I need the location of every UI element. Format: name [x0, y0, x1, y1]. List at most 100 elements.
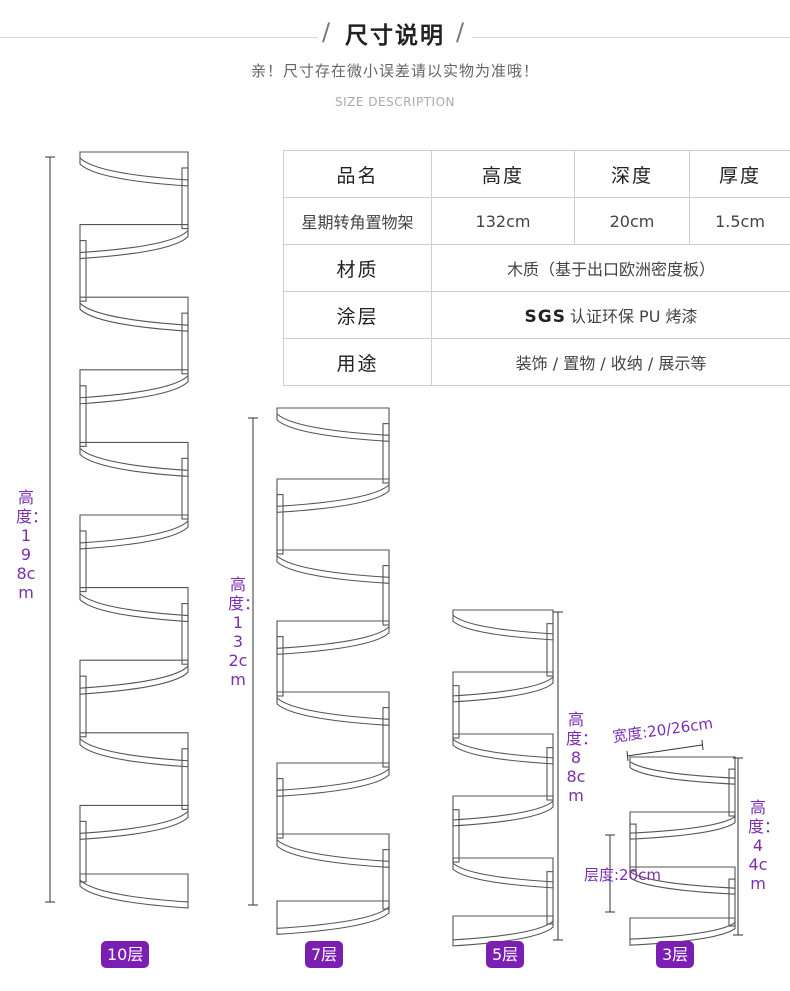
shelf7-board-4 [276, 620, 390, 649]
spec-header-height: 高度 [431, 150, 575, 198]
shelf10-board-10 [79, 804, 189, 834]
shelf7-panel-4 [276, 636, 284, 697]
shelf7-panel-1 [382, 423, 390, 484]
shelf5-panel-3 [546, 747, 554, 801]
height-label-3: 高度：44cm [748, 798, 781, 893]
shelf7-board-3 [276, 549, 390, 578]
shelf7-panel-7 [382, 849, 390, 910]
dim-width-3 [626, 744, 703, 757]
shelf5-board-2 [452, 671, 554, 697]
shelf10-board-6-edge [79, 520, 189, 550]
page-subtitle-en: SIZE DESCRIPTION [335, 95, 455, 109]
spec-usage-value: 装饰 / 置物 / 收纳 / 展示等 [431, 338, 790, 386]
spec-header-name: 品名 [283, 150, 432, 198]
shelf7-board-7 [276, 833, 390, 862]
dim-width-3-cap-right [701, 739, 704, 751]
shelf10-board-base [79, 873, 189, 903]
shelf7-board-6 [276, 762, 390, 791]
shelf7-panel-5 [382, 707, 390, 768]
shelf3-board-3-edge [629, 871, 736, 895]
shelf5-panel-2 [452, 685, 460, 739]
height-label-7: 高度：132cm [228, 575, 261, 689]
header-rule-right [472, 37, 790, 38]
shelf10-panel-3 [181, 312, 189, 375]
shelf7-board-5 [276, 691, 390, 720]
shelf10-panel-9 [181, 748, 189, 810]
shelf5-board-4-edge [452, 801, 554, 827]
spec-material-row: 材质 木质（基于出口欧洲密度板） [283, 244, 790, 292]
dim-width-3-cap-left [626, 750, 629, 762]
layer-label-3: 层度:20cm [584, 866, 661, 884]
shelf10-board-6 [79, 514, 189, 544]
shelf10-board-3 [79, 296, 189, 326]
shelf10-board-7-edge [79, 593, 189, 623]
shelf3-board-base-edge [629, 922, 736, 946]
sgs-logo: SGS [524, 307, 566, 327]
shelf7-board-1 [276, 407, 390, 436]
spec-product-name: 星期转角置物架 [283, 197, 432, 245]
spec-material-value: 木质（基于出口欧洲密度板） [431, 244, 790, 292]
shelf10-board-4 [79, 369, 189, 399]
shelf7-board-5-edge [276, 697, 390, 726]
shelf10-board-5 [79, 441, 189, 471]
shelf7-board-6-edge [276, 768, 390, 797]
header-slash-right: / [456, 18, 465, 46]
shelf10-board-1 [79, 151, 189, 181]
shelf10-board-2 [79, 224, 189, 254]
shelf10-board-1-edge [79, 157, 189, 187]
spec-usage-row: 用途 装饰 / 置物 / 收纳 / 展示等 [283, 338, 790, 386]
shelf10-panel-7 [181, 603, 189, 665]
shelf5-board-5-edge [452, 863, 554, 889]
shelf5-panel-4 [452, 809, 460, 863]
shelf7-panel-3 [382, 565, 390, 626]
shelf10-panel-6 [79, 530, 87, 593]
shelf5-board-4 [452, 795, 554, 821]
shelf3-board-1-edge [629, 761, 736, 785]
spec-usage-label: 用途 [283, 338, 432, 386]
tier-badge-3: 3层 [656, 941, 695, 968]
shelf10-board-7 [79, 587, 189, 617]
shelf10-board-3-edge [79, 303, 189, 332]
shelf10-board-8-edge [79, 666, 189, 695]
shelf10-board-2-edge [79, 230, 189, 260]
shelf10-panel-2 [79, 240, 87, 302]
shelf3-panel-2 [629, 823, 637, 872]
shelf5-panel-1 [546, 623, 554, 677]
shelf7-board-base-edge [276, 906, 390, 935]
header-slash-left: / [322, 18, 331, 46]
shelf5-panel-5 [546, 871, 554, 925]
shelf10-board-4-edge [79, 375, 189, 405]
shelf5-board-1-edge [452, 615, 554, 641]
tier-badge-10: 10层 [101, 941, 150, 968]
shelf5-board-3 [452, 733, 554, 759]
shelf10-panel-8 [79, 675, 87, 738]
shelf7-board-1-edge [276, 413, 390, 442]
shelf10-panel-1 [181, 167, 189, 230]
spec-header-thickness: 厚度 [689, 150, 790, 198]
tier-badge-5: 5层 [486, 941, 525, 968]
shelf3-panel-3 [728, 878, 736, 927]
spec-header-depth: 深度 [574, 150, 690, 198]
shelf3-board-2 [629, 811, 736, 834]
spec-material-label: 材质 [283, 244, 432, 292]
shelf7-panel-2 [276, 494, 284, 555]
shelf10-board-9 [79, 732, 189, 762]
page-subtitle: 亲！尺寸存在微小误差请以实物为准哦！ [250, 62, 539, 80]
tier-badge-7: 7层 [305, 941, 344, 968]
height-label-5: 高度：88cm [566, 710, 599, 805]
page-title: 尺寸说明 [345, 23, 445, 49]
spec-product-depth: 20cm [574, 197, 690, 245]
shelf10-board-base-edge [79, 879, 189, 909]
spec-header-row: 品名 高度 深度 厚度 [283, 150, 790, 198]
spec-coating-value: 认证环保 PU 烤漆 [569, 307, 698, 326]
shelf7-panel-6 [276, 778, 284, 839]
spec-coating-label: 涂层 [283, 291, 432, 339]
shelf7-board-4-edge [276, 626, 390, 655]
shelf5-board-5 [452, 857, 554, 883]
shelf7-board-2-edge [276, 484, 390, 513]
shelf10-board-10-edge [79, 811, 189, 840]
shelf3-board-base [629, 917, 736, 940]
header-rule-left [0, 37, 318, 38]
spec-table: 品名 高度 深度 厚度 星期转角置物架 132cm 20cm 1.5cm 材质 … [283, 150, 790, 386]
shelf10-board-9-edge [79, 738, 189, 768]
